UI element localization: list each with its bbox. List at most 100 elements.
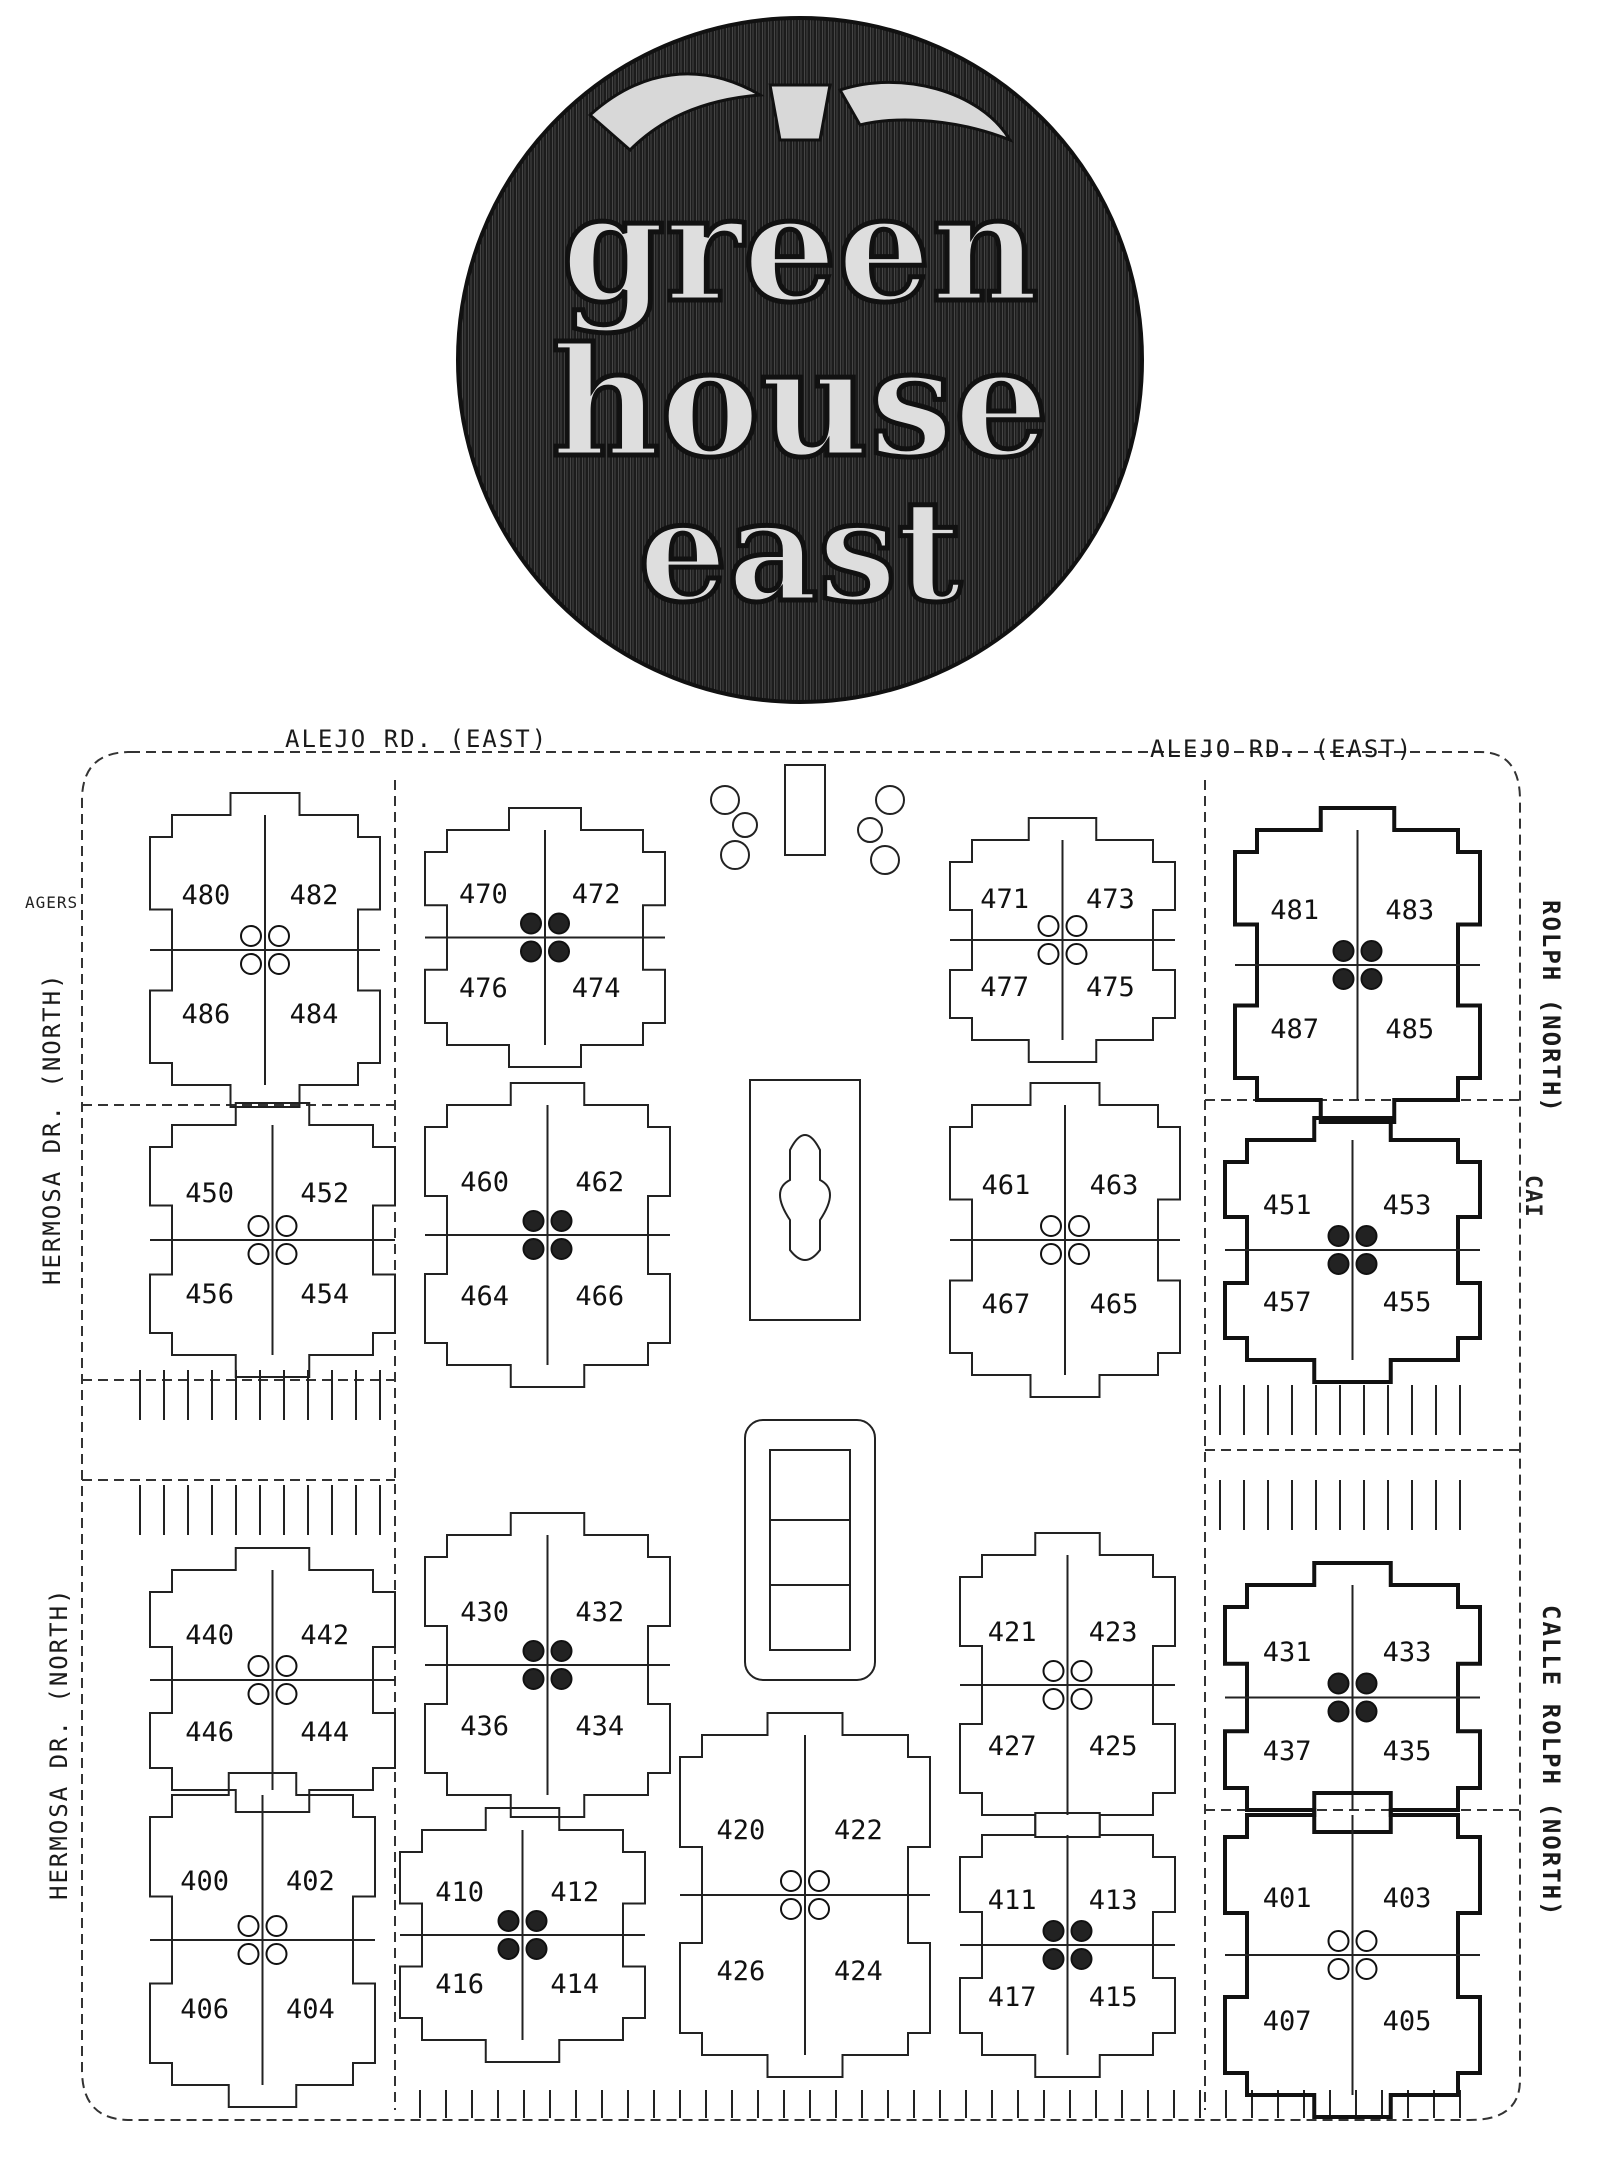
unit-number: 426 [716, 1955, 766, 1987]
street-label-alejo-right: ALEJO RD. (EAST) [1150, 735, 1414, 763]
unit-marker [247, 1655, 270, 1677]
unit-marker [275, 1683, 298, 1705]
unit-marker [1327, 1225, 1350, 1247]
building-outline [949, 817, 1176, 1063]
unit-number: 444 [300, 1716, 350, 1748]
unit-marker [550, 1238, 573, 1260]
unit-marker [247, 1243, 270, 1265]
building [149, 1547, 396, 1813]
building-outline [424, 1512, 671, 1818]
unit-number: 484 [289, 998, 339, 1030]
street-label-hermosa-lower: HERMOSA DR. (NORTH) [45, 1587, 73, 1900]
unit-number: 473 [1086, 884, 1135, 915]
unit-number: 400 [180, 1866, 230, 1897]
unit-marker [520, 940, 542, 963]
unit-marker [1040, 1215, 1062, 1237]
unit-marker [522, 1640, 545, 1662]
unit-number: 461 [981, 1170, 1031, 1201]
building [149, 792, 381, 1108]
building [1223, 1791, 1482, 2119]
building-outline [949, 1082, 1181, 1398]
unit-marker [1360, 940, 1383, 962]
unit-marker [497, 1938, 520, 1960]
unit-number: 460 [460, 1167, 510, 1198]
unit-marker [780, 1870, 802, 1892]
unit-marker [548, 912, 570, 935]
unit-marker [237, 1943, 260, 1965]
unit-marker [522, 1210, 545, 1232]
unit-number: 402 [286, 1866, 335, 1897]
unit-number: 431 [1262, 1636, 1312, 1668]
building [399, 1807, 646, 2063]
unit-marker [1042, 1688, 1065, 1710]
unit-marker [1360, 968, 1383, 990]
unit-number: 471 [980, 884, 1030, 915]
unit-number: 457 [1262, 1286, 1312, 1318]
unit-number: 450 [185, 1178, 235, 1209]
unit-number: 427 [987, 1731, 1037, 1763]
unit-marker [1332, 940, 1355, 962]
logo-word-house: house [551, 315, 1049, 491]
unit-number: 412 [550, 1877, 600, 1908]
unit-number: 472 [571, 878, 621, 910]
unit-marker [780, 1898, 802, 1920]
unit-marker [1355, 1225, 1378, 1247]
unit-marker [237, 1915, 260, 1937]
unit-number: 404 [286, 1993, 335, 2025]
unit-marker [497, 1910, 520, 1932]
unit-number: 410 [435, 1877, 485, 1908]
unit-number: 456 [185, 1279, 235, 1311]
street-label-rolph-upper: ROLPH (NORTH) [1537, 900, 1565, 1114]
unit-number: 417 [987, 1981, 1037, 2013]
unit-marker [808, 1870, 830, 1892]
unit-number: 414 [550, 1969, 600, 2001]
unit-marker [1332, 968, 1355, 990]
unit-marker [1070, 1660, 1093, 1682]
unit-number: 480 [181, 880, 231, 911]
building-outline [1233, 806, 1482, 1124]
unit-marker [247, 1215, 270, 1237]
building [424, 1082, 671, 1388]
street-label-agers-fragment: AGERS [25, 893, 79, 912]
building [149, 1102, 396, 1378]
unit-marker [808, 1898, 830, 1920]
unit-number: 464 [460, 1281, 510, 1313]
building-outline [424, 1082, 671, 1388]
unit-marker [240, 953, 262, 975]
building-outline [424, 807, 666, 1068]
unit-marker [525, 1938, 548, 1960]
unit-marker [1070, 1948, 1093, 1970]
unit-number: 435 [1382, 1735, 1432, 1767]
unit-number: 454 [300, 1279, 350, 1311]
building [149, 1772, 376, 2108]
building [1233, 806, 1482, 1124]
street-label-rolph-lower: CALLE ROLPH (NORTH) [1537, 1605, 1565, 1918]
building [424, 807, 666, 1068]
building [959, 1812, 1176, 2078]
unit-marker [275, 1655, 298, 1677]
unit-number: 483 [1385, 895, 1435, 926]
unit-marker [550, 1668, 573, 1690]
unit-marker [1327, 1958, 1350, 1980]
unit-marker [522, 1668, 545, 1690]
building-outline [959, 1812, 1176, 2078]
unit-number: 433 [1382, 1636, 1432, 1668]
building-outline [149, 792, 381, 1108]
unit-marker [520, 912, 542, 935]
unit-marker [1327, 1700, 1350, 1723]
unit-marker [265, 1943, 288, 1965]
unit-marker [240, 925, 262, 947]
unit-number: 432 [575, 1597, 625, 1628]
unit-number: 407 [1262, 2006, 1312, 2038]
unit-number: 465 [1089, 1288, 1139, 1320]
building-outline [1223, 1561, 1482, 1834]
green-house-east-logo: green house east [456, 16, 1144, 704]
unit-number: 406 [180, 1993, 230, 2025]
unit-number: 476 [459, 973, 508, 1005]
unit-number: 405 [1382, 2006, 1432, 2038]
unit-number: 452 [300, 1178, 350, 1209]
unit-marker [1042, 1660, 1065, 1682]
unit-number: 475 [1086, 972, 1135, 1003]
unit-number: 474 [571, 973, 621, 1005]
unit-marker [525, 1910, 548, 1932]
